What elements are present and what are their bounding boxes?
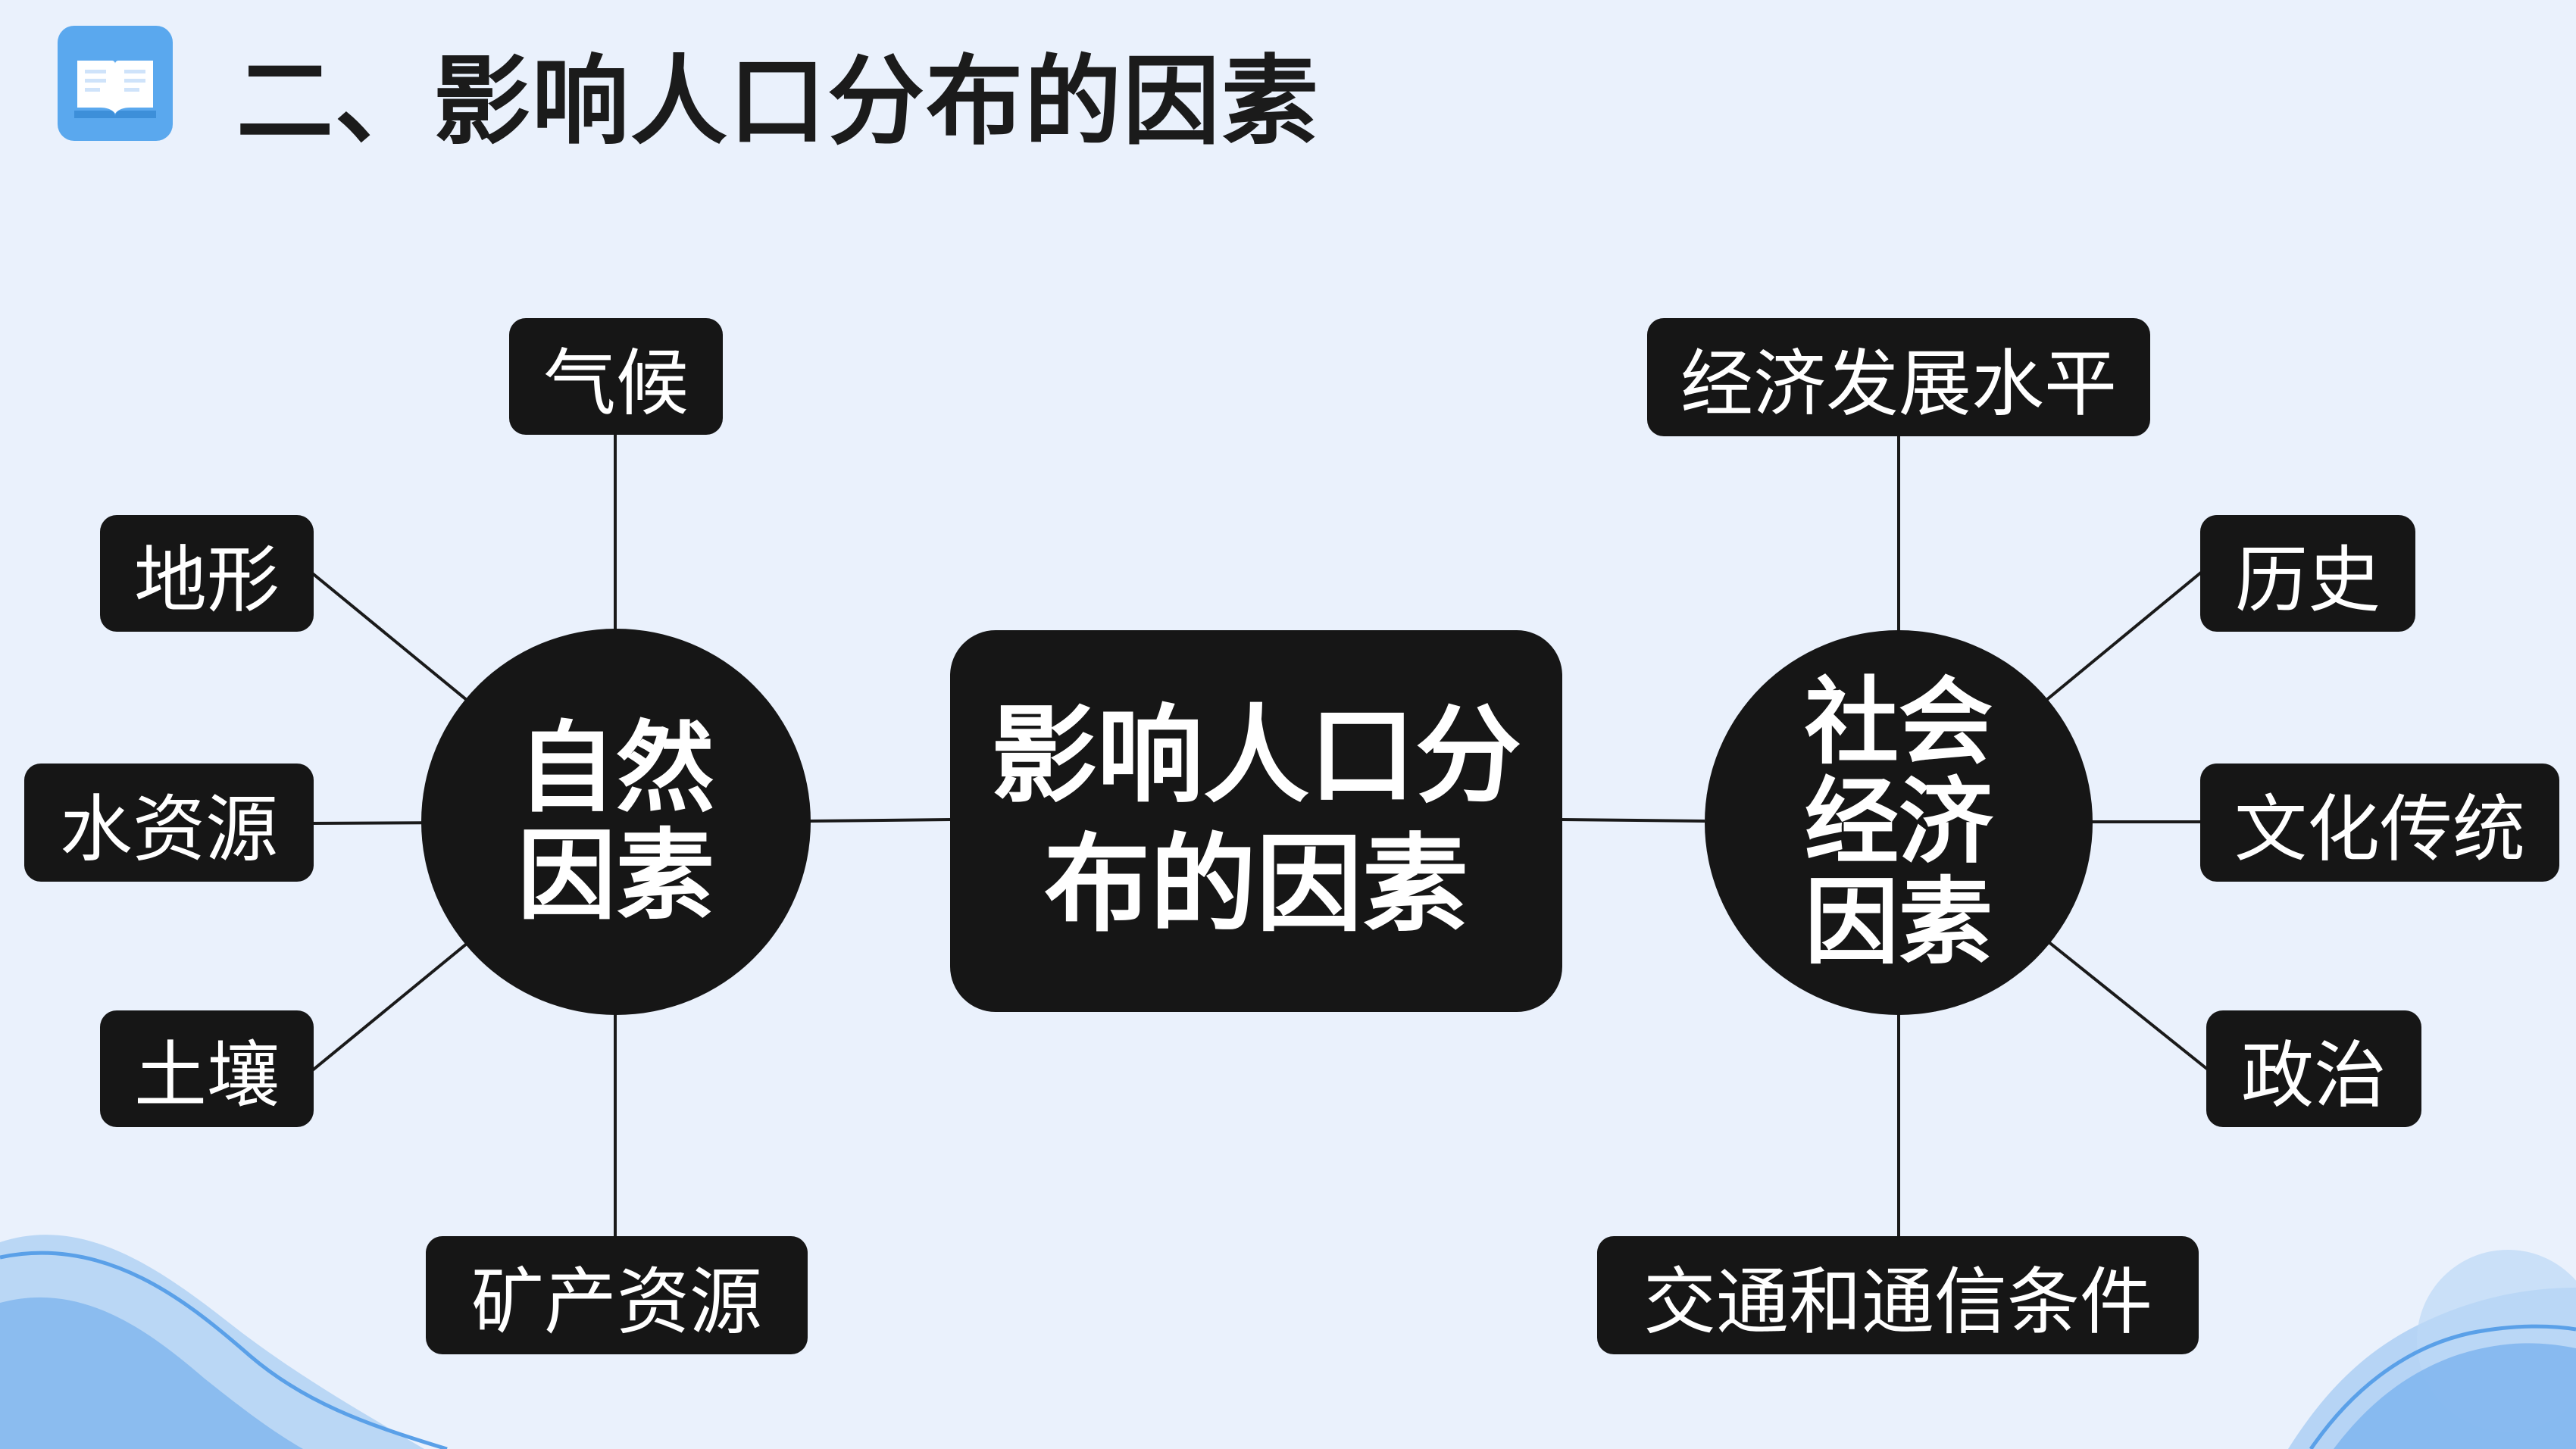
hub-label: 自然 因素 bbox=[517, 710, 714, 933]
factor-label: 政治 bbox=[2241, 1032, 2387, 1118]
factor-label: 交通和通信条件 bbox=[1643, 1259, 2152, 1344]
hub-label: 社会 经济 因素 bbox=[1804, 668, 1993, 977]
link-natural-center bbox=[808, 818, 952, 823]
factor-label: 水资源 bbox=[60, 786, 278, 872]
page-title: 二、影响人口分布的因素 bbox=[236, 45, 1321, 158]
link-center-social bbox=[1560, 818, 1705, 823]
factor-label: 经济发展水平 bbox=[1680, 341, 2117, 426]
factor-transport: 交通和通信条件 bbox=[1597, 1236, 2199, 1354]
factor-minerals: 矿产资源 bbox=[426, 1236, 808, 1354]
hub-socioeconomic-factors: 社会 经济 因素 bbox=[1705, 630, 2093, 1015]
center-label: 影响人口分布的因素 bbox=[990, 695, 1521, 947]
book-icon bbox=[58, 26, 173, 141]
factor-terrain: 地形 bbox=[100, 515, 314, 632]
factor-water: 水资源 bbox=[24, 764, 314, 882]
hub-natural-factors: 自然 因素 bbox=[421, 629, 811, 1015]
factor-label: 土壤 bbox=[134, 1032, 280, 1118]
factor-politics: 政治 bbox=[2206, 1010, 2421, 1127]
factor-label: 矿产资源 bbox=[471, 1259, 762, 1344]
factor-soil: 土壤 bbox=[100, 1010, 314, 1127]
factor-label: 历史 bbox=[2235, 537, 2381, 623]
factor-culture: 文化传统 bbox=[2200, 764, 2559, 882]
factor-label: 气候 bbox=[543, 340, 689, 426]
factor-label: 地形 bbox=[134, 537, 280, 623]
factor-climate: 气候 bbox=[509, 318, 723, 435]
center-topic: 影响人口分布的因素 bbox=[950, 630, 1562, 1012]
factor-economy: 经济发展水平 bbox=[1647, 318, 2150, 436]
factor-history: 历史 bbox=[2200, 515, 2415, 632]
factor-label: 文化传统 bbox=[2234, 786, 2525, 872]
